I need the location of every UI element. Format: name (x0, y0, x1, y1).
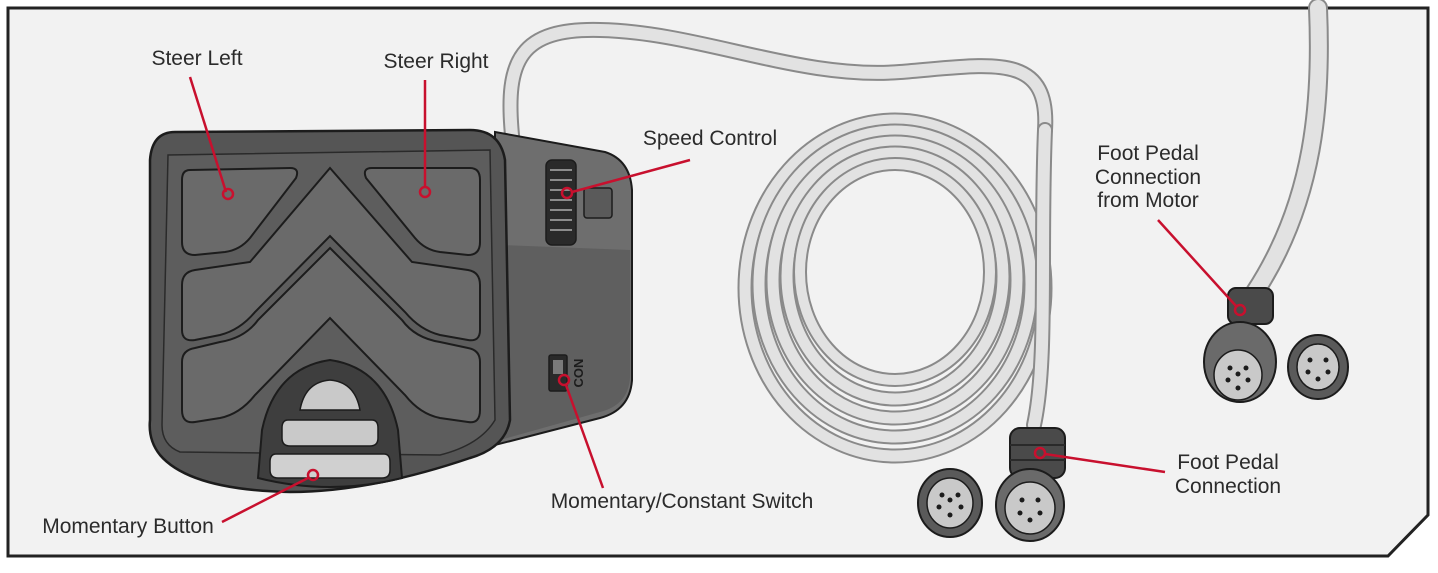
momentary-button-segment-1[interactable] (299, 379, 361, 411)
label-motor-connection-line2: Connection (1095, 166, 1201, 189)
pedal-pad-top-left (181, 166, 299, 257)
label-momentary-button: Momentary Button (42, 515, 214, 538)
callout-dot-motor-connection (1233, 303, 1247, 317)
switch-con-label: CON (571, 359, 586, 388)
callout-dot-switch (557, 373, 571, 387)
pedal-connector-plug (917, 468, 983, 538)
callout-dot-foot-pedal-connection (1033, 446, 1047, 460)
callout-lines (188, 76, 1247, 524)
pedal-chevron-1 (181, 166, 481, 342)
label-motor-connection-line3: from Motor (1097, 189, 1199, 212)
callout-labels: Steer Left Steer Right Speed Control Mom… (42, 47, 1281, 538)
pedal-chevron-2 (181, 246, 481, 424)
callout-dot-steer-right (418, 185, 432, 199)
foot-pedal: CON (148, 128, 633, 494)
callout-dot-steer-left (221, 187, 235, 201)
pedal-connector-socket (995, 427, 1066, 542)
pedal-cable (502, 21, 1054, 464)
label-steer-left: Steer Left (151, 47, 242, 70)
label-foot-pedal-connection-line2: Connection (1175, 475, 1281, 498)
callout-line-steer-left (188, 76, 228, 193)
callout-dot-speed-control (560, 186, 574, 200)
label-momentary-constant-switch: Momentary/Constant Switch (551, 490, 814, 513)
speed-control-wheel[interactable] (545, 159, 613, 246)
callout-line-speed-control (571, 158, 691, 194)
callout-line-momentary-button (221, 476, 309, 524)
label-foot-pedal-connection-line1: Foot Pedal (1177, 451, 1279, 474)
momentary-button-segment-2[interactable] (281, 419, 379, 447)
label-speed-control: Speed Control (643, 127, 777, 150)
momentary-constant-switch[interactable]: CON (548, 354, 586, 392)
callout-line-foot-pedal-connection (1044, 452, 1166, 474)
callout-line-switch (564, 384, 605, 489)
callout-line-motor-connection (1157, 219, 1237, 307)
label-motor-connection-line1: Foot Pedal (1097, 142, 1199, 165)
motor-cable (1245, 0, 1329, 302)
momentary-button-segment-3[interactable] (269, 453, 391, 479)
callout-dot-momentary-button (306, 468, 320, 482)
label-steer-right: Steer Right (383, 50, 488, 73)
motor-connector-plug (1287, 334, 1349, 400)
pedal-pad-top-right (363, 167, 481, 257)
